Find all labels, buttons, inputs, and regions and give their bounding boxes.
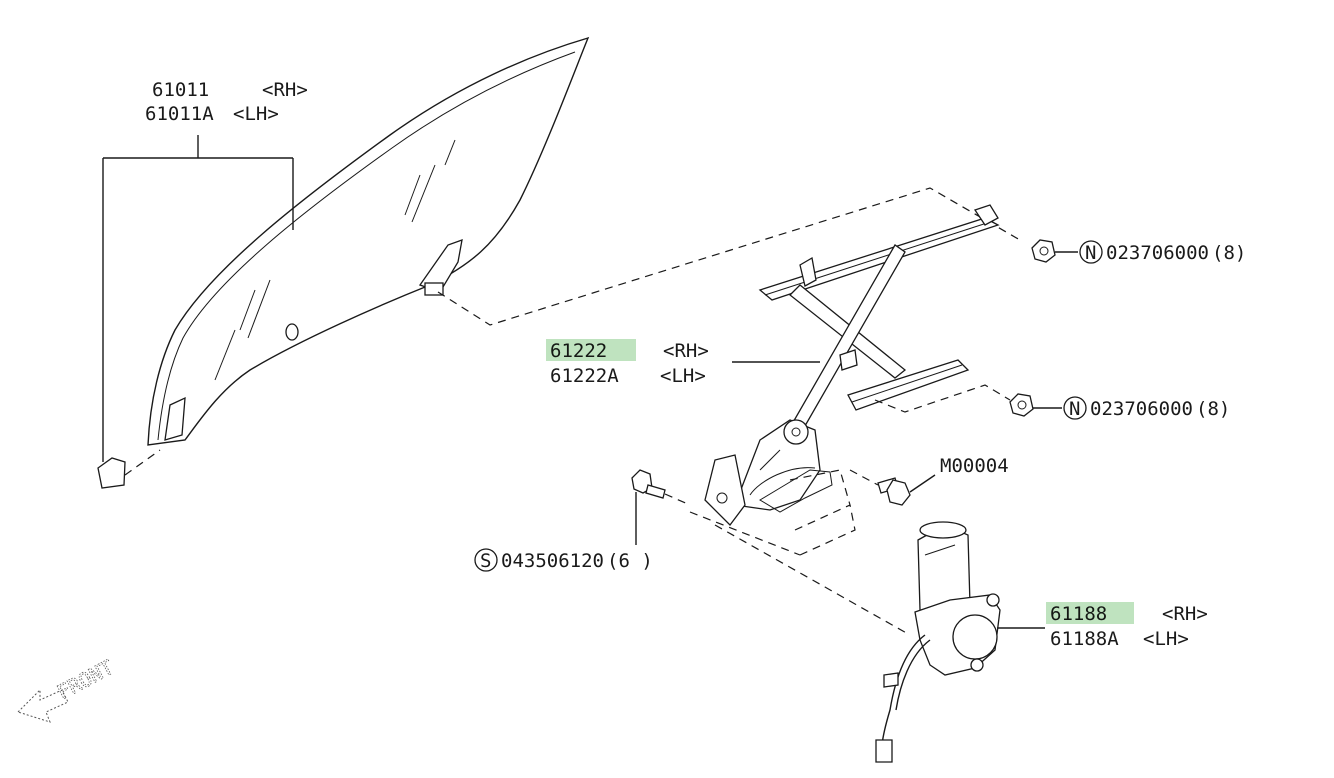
door-glass-illustration [97, 36, 590, 489]
regulator-side-lh: <LH> [660, 365, 706, 387]
regulator-part-number-lh: 61222A [550, 365, 619, 387]
bolt-s-symbol: S [480, 550, 491, 572]
nut-upper-qty: (8) [1212, 242, 1246, 264]
window-regulator-illustration [689, 204, 1011, 556]
regulator-side-rh: <RH> [663, 340, 709, 362]
motor-side-lh: <LH> [1143, 628, 1189, 650]
nut-lower-part-number: 023706000 [1090, 398, 1193, 420]
regulator-highlight [546, 339, 636, 361]
glass-part-number-rh: 61011 [152, 79, 209, 101]
nut-upper-symbol: N [1085, 242, 1096, 264]
motor-part-number-lh: 61188A [1050, 628, 1119, 650]
glass-side-rh: <RH> [262, 79, 308, 101]
screw-symbol-circle [474, 548, 498, 572]
bolt-s-illustration [474, 469, 691, 572]
front-arrow-icon [17, 688, 69, 723]
glass-to-regulator-leader [437, 187, 1021, 326]
nut-lower-symbol: N [1069, 398, 1080, 420]
glass-part-number-lh: 61011A [145, 103, 214, 125]
bolt-s-qty: (6 ) [607, 550, 653, 572]
bolt-m-part-number: M00004 [940, 455, 1009, 477]
bolt-s-part-number: 043506120 [501, 550, 604, 572]
front-label: FRONT [53, 655, 117, 704]
nut-symbol-circle-upper [1079, 240, 1103, 264]
motor-highlight [1046, 602, 1134, 624]
glass-side-lh: <LH> [233, 103, 279, 125]
regulator-motor-illustration [714, 521, 1045, 763]
bolt-m-illustration [849, 469, 936, 506]
nut-upper-part-number: 023706000 [1106, 242, 1209, 264]
nut-lower-qty: (8) [1196, 398, 1230, 420]
nut-upper-illustration [1031, 239, 1103, 264]
nut-lower-illustration [1009, 393, 1087, 420]
glass-label-bracket [102, 135, 294, 462]
nut-symbol-circle-lower [1063, 396, 1087, 420]
motor-side-rh: <RH> [1162, 603, 1208, 625]
